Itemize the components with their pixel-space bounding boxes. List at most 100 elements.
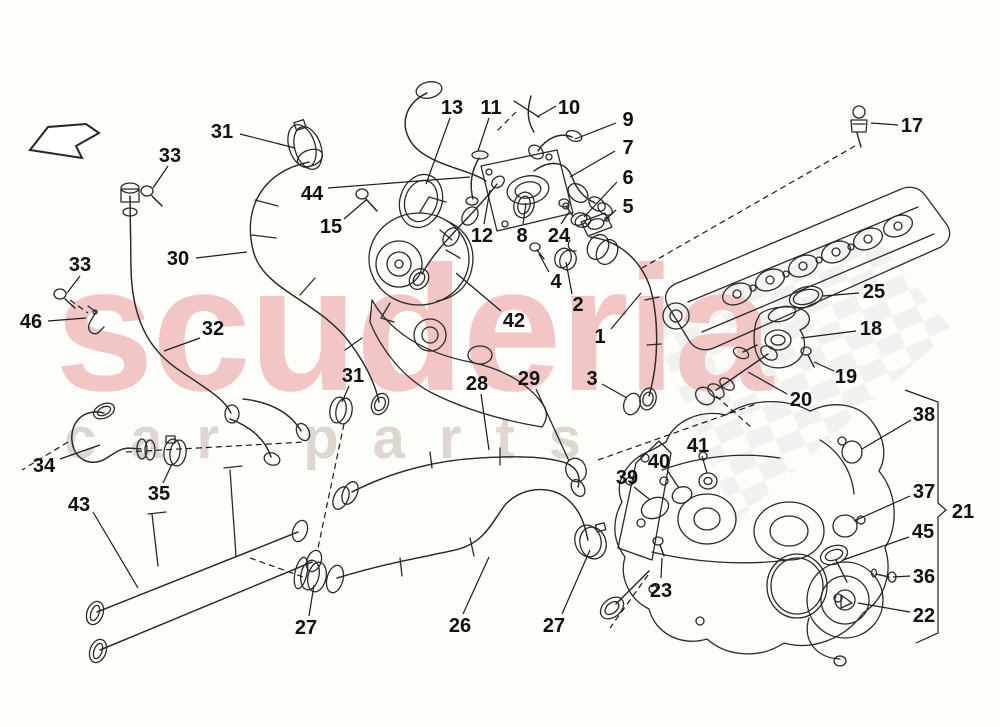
part-label-19: 19 [835, 366, 857, 388]
hose-core [365, 198, 378, 212]
leader-line-42 [455, 272, 502, 312]
leader-line-29 [535, 388, 570, 462]
hose-core [659, 544, 665, 557]
hose-core [242, 398, 302, 432]
part-label-30: 30 [167, 248, 189, 270]
assembly-dashed-line-0 [641, 145, 856, 269]
leader-line-10 [536, 105, 557, 118]
leader-line-43 [92, 511, 139, 589]
leader-line-31 [341, 385, 350, 403]
leader-line-6 [583, 181, 618, 218]
part-label-35: 35 [148, 483, 170, 505]
part-label-27: 27 [543, 615, 565, 637]
hose-core [470, 157, 480, 200]
part-label-40: 40 [648, 451, 670, 473]
part-label-33: 33 [69, 254, 91, 276]
leader-line-17 [870, 122, 899, 126]
assembly-dashed-line-6 [597, 403, 757, 461]
leader-line-30 [195, 251, 248, 259]
hose-core [99, 561, 313, 651]
part-label-24: 24 [548, 225, 571, 247]
part-label-5: 5 [622, 196, 633, 218]
leader-line-4 [538, 253, 550, 273]
leader-line-40 [666, 469, 680, 489]
hose-core [875, 573, 890, 578]
hose-core [421, 183, 498, 275]
leader-line-38 [861, 419, 912, 450]
leader-line-36 [892, 575, 911, 578]
leader-line-12 [483, 189, 491, 225]
part-label-8: 8 [516, 225, 527, 247]
part-label-36: 36 [913, 566, 935, 588]
hose-core [64, 298, 76, 309]
hose-core [742, 344, 758, 353]
assembly-dashed-line-8 [21, 441, 69, 471]
part-label-43: 43 [68, 494, 90, 516]
part-label-18: 18 [860, 318, 882, 340]
part-label-32: 32 [202, 318, 224, 340]
hose-core [533, 162, 596, 204]
hose-core [71, 411, 142, 463]
hose-core [527, 95, 535, 133]
part-label-4: 4 [550, 271, 562, 293]
part-label-39: 39 [616, 467, 638, 489]
part-label-31: 31 [342, 365, 364, 387]
part-label-34: 34 [33, 455, 56, 477]
part-label-20: 20 [790, 389, 812, 411]
leader-line-8 [522, 202, 527, 225]
part-label-26: 26 [449, 615, 471, 637]
part-label-11: 11 [480, 97, 501, 119]
hose-core [856, 132, 862, 148]
leader-line-3 [601, 383, 628, 399]
leader-line-25 [822, 292, 860, 297]
hose-core [151, 195, 163, 207]
part-label-12: 12 [471, 225, 493, 247]
part-label-28: 28 [466, 373, 488, 395]
hose-core [404, 92, 487, 182]
hose-core [249, 161, 380, 403]
part-label-37: 37 [913, 481, 935, 503]
hose-core [807, 354, 815, 368]
hose-core [336, 488, 589, 579]
leader-line-32 [163, 337, 201, 352]
part-label-9: 9 [622, 109, 633, 131]
leader-line-33 [66, 275, 81, 294]
leader-line-15 [343, 199, 367, 220]
part-label-22: 22 [913, 605, 935, 627]
part-label-27: 27 [295, 617, 317, 639]
hose-core [589, 236, 658, 397]
leader-line-1 [610, 292, 642, 330]
hose-core [96, 531, 299, 613]
leader-line-19 [813, 361, 835, 372]
checkered-flag-pattern [648, 226, 952, 522]
diagram-artwork [28, 81, 951, 667]
part-label-44: 44 [301, 183, 324, 205]
leader-line-41 [701, 455, 708, 474]
leader-line-31 [239, 133, 296, 149]
leader-line-39 [633, 486, 650, 500]
leader-line-45 [842, 536, 910, 561]
leader-line-27 [308, 584, 315, 617]
part-label-31: 31 [211, 121, 233, 143]
part-label-46: 46 [20, 311, 42, 333]
assembly-dashed-line-1 [69, 299, 89, 314]
leader-line-2 [565, 261, 573, 295]
hose-core [536, 249, 545, 260]
assembly-dashed-line-3 [317, 423, 345, 549]
leader-line-23 [660, 557, 663, 579]
leader-line-33 [152, 165, 169, 189]
leader-line-26 [462, 556, 490, 615]
part-label-15: 15 [320, 216, 342, 238]
part-label-2: 2 [572, 294, 583, 316]
leader-line-11 [477, 117, 490, 152]
leader-line-18 [800, 330, 857, 339]
leader-line-46 [47, 317, 87, 322]
assembly-dashed-line-5 [609, 574, 649, 629]
leader-line-28 [480, 393, 490, 451]
group-bracket-21 [904, 389, 947, 644]
leader-line-7 [569, 150, 616, 178]
part-label-29: 29 [518, 368, 540, 390]
leader-line-24 [560, 211, 570, 225]
leader-line-35 [162, 463, 173, 484]
